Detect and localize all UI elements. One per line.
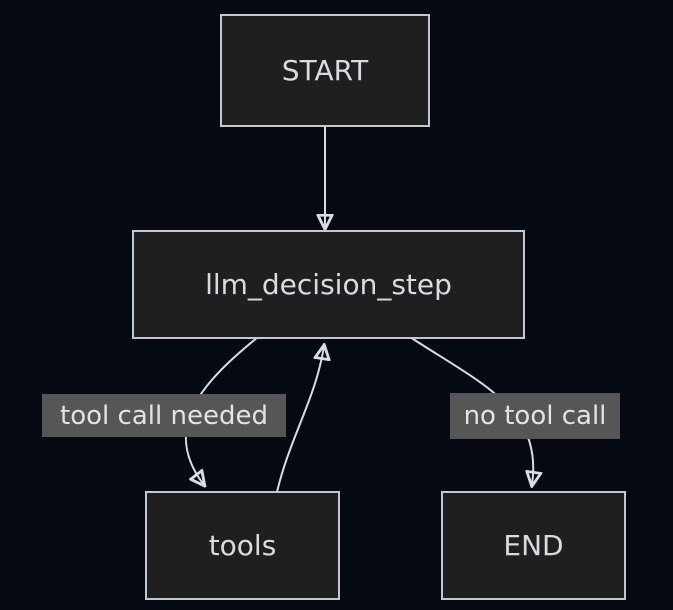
node-end: END [441, 491, 626, 600]
edge-label-tool-call-needed: tool call needed [42, 394, 286, 437]
node-start: START [220, 14, 430, 127]
node-llm-decision-step-label: llm_decision_step [205, 268, 452, 301]
node-llm-decision-step: llm_decision_step [132, 230, 525, 339]
edge-label-no-tool-call: no tool call [450, 393, 620, 439]
node-tools: tools [145, 491, 340, 600]
node-end-label: END [503, 529, 564, 562]
edge-tools-to-llm [276, 346, 324, 493]
edge-label-no-tool-call-text: no tool call [463, 401, 607, 431]
node-start-label: START [281, 54, 369, 87]
edge-label-tool-call-needed-text: tool call needed [60, 400, 268, 431]
node-tools-label: tools [208, 529, 277, 562]
